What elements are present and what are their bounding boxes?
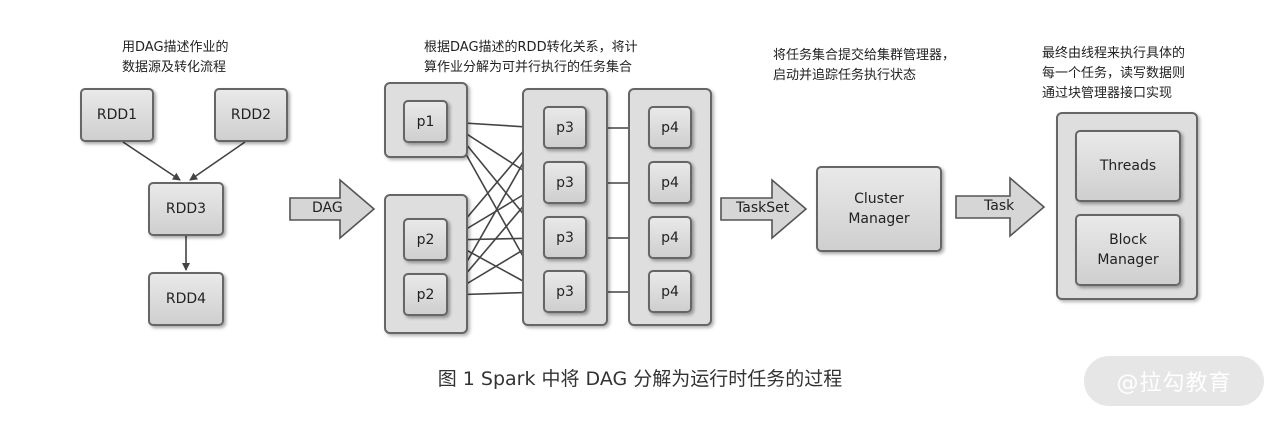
rdd4-node: RDD4: [148, 272, 224, 326]
edge-rdd2-rdd3: [189, 141, 246, 181]
edge-rdd1-rdd3: [122, 141, 181, 181]
partition-p3-3: p3: [543, 216, 587, 259]
caption-rdd-decomposition: 根据DAG描述的RDD转化关系，将计 算作业分解为可并行执行的任务集合: [424, 40, 638, 75]
partition-p4-1: p4: [648, 106, 692, 149]
partition-p2-a: p2: [403, 218, 448, 261]
partition-p1: p1: [403, 100, 448, 143]
caption-cluster-submit: 将任务集合提交给集群管理器， 启动并追踪任务执行状态: [773, 48, 956, 83]
watermark-logo: @拉勾教育: [1084, 356, 1264, 406]
partition-p3-1: p3: [543, 106, 587, 149]
rdd3-node: RDD3: [148, 182, 224, 236]
dag-arrow-label: DAG: [312, 200, 343, 216]
taskset-arrow-label: TaskSet: [736, 200, 790, 216]
partition-p3-4: p3: [543, 270, 587, 313]
stage1-group-top: [384, 82, 468, 158]
rdd2-node: RDD2: [214, 88, 288, 142]
dag-arrow: [289, 178, 376, 240]
partition-p3-2: p3: [543, 161, 587, 204]
partition-p2-b: p2: [403, 273, 448, 316]
partition-p4-2: p4: [648, 161, 692, 204]
task-arrow: [955, 176, 1046, 238]
caption-dag-description: 用DAG描述作业的 数据源及转化流程: [122, 40, 229, 75]
threads-node: Threads: [1075, 130, 1181, 202]
caption-thread-execution: 最终由线程来执行具体的 每一个任务，读写数据则 通过块管理器接口实现: [1042, 46, 1186, 101]
block-manager-node: Block Manager: [1075, 214, 1181, 286]
task-arrow-label: Task: [984, 198, 1015, 214]
rdd1-node: RDD1: [80, 88, 154, 142]
partition-p4-3: p4: [648, 216, 692, 259]
cluster-manager-node: Cluster Manager: [816, 166, 942, 252]
figure-caption: 图 1 Spark 中将 DAG 分解为运行时任务的过程: [437, 368, 843, 390]
taskset-arrow: [720, 178, 808, 240]
partition-p4-4: p4: [648, 270, 692, 313]
